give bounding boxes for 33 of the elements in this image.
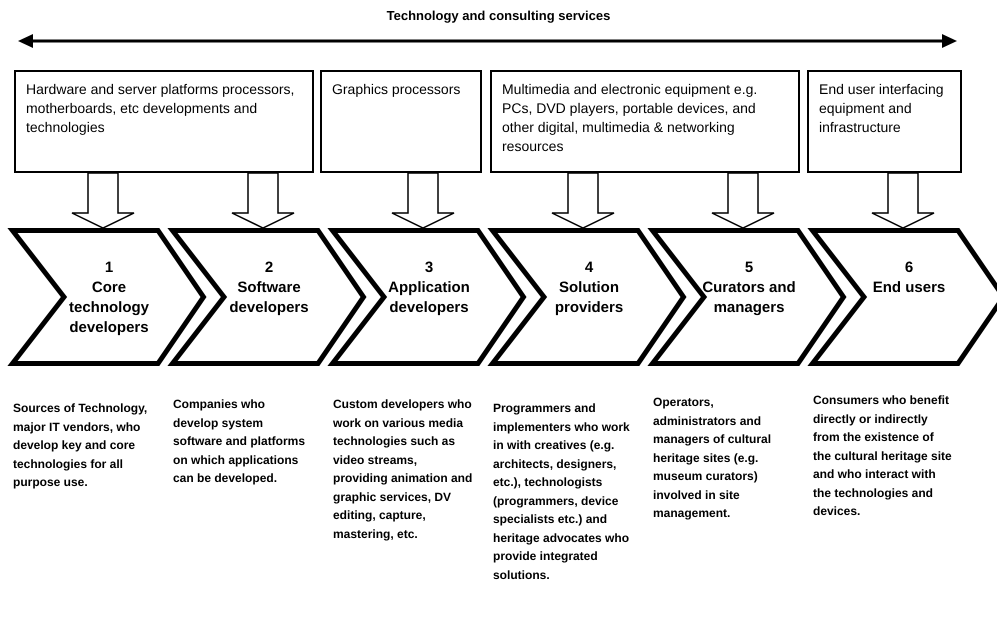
description-text: Companies who develop system software and platforms on which applications can be developed. xyxy=(173,396,306,487)
step-number: 4 xyxy=(584,258,594,278)
block-arrow xyxy=(391,172,455,229)
description-text: Programmers and implementers who work in with creatives (e.g. architects, designers, etc.), technologists (programmers, device specialists etc.) and heritage advocates who provide integrated solutions. xyxy=(493,400,631,584)
title: Technology and consulting services xyxy=(386,8,612,23)
description-text: Custom developers who work on various media technologies such as video streams, providing animation and graphic services, DV editing, capture, mastering, etc. xyxy=(333,396,473,542)
step-number: 5 xyxy=(744,258,754,278)
step-title: End users xyxy=(872,278,946,298)
block-arrow xyxy=(231,172,295,229)
description-text: Operators, administrators and managers of cultural heritage sites (e.g. museum curators) involved in site management. xyxy=(653,394,772,522)
box-text: Multimedia and electronic equipment e.g. PCs, DVD players, portable devices, and other digital, multimedia & networking resources xyxy=(502,80,758,156)
box-text: End user interfacing equipment and infrastructure xyxy=(819,80,945,137)
description-text: Sources of Technology, major IT vendors, who develop key and core technologies for all purpose use. xyxy=(13,400,148,491)
step-number: 6 xyxy=(904,258,914,278)
step-title: Curators and managers xyxy=(701,278,797,318)
text-box xyxy=(490,70,800,173)
box-text: Graphics processors xyxy=(332,80,462,99)
text-box xyxy=(14,70,314,173)
step-number: 1 xyxy=(104,258,114,278)
step-title: Application developers xyxy=(387,278,471,318)
box-text: Hardware and server platforms processors, motherboards, etc developments and technologies xyxy=(26,80,296,137)
block-arrow xyxy=(711,172,775,229)
block-arrow xyxy=(71,172,135,229)
block-arrow xyxy=(551,172,615,229)
block-arrow xyxy=(871,172,935,229)
description-text: Consumers who benefit directly or indirectly from the existence of the cultural heritage site and who interact with the technologies and devices. xyxy=(813,392,953,520)
step-title: Core technology developers xyxy=(68,278,150,338)
step-number: 3 xyxy=(424,258,434,278)
text-box xyxy=(320,70,482,173)
text-box xyxy=(807,70,962,173)
step-title: Software developers xyxy=(228,278,310,318)
step-number: 2 xyxy=(264,258,274,278)
step-title: Solution providers xyxy=(554,278,624,318)
